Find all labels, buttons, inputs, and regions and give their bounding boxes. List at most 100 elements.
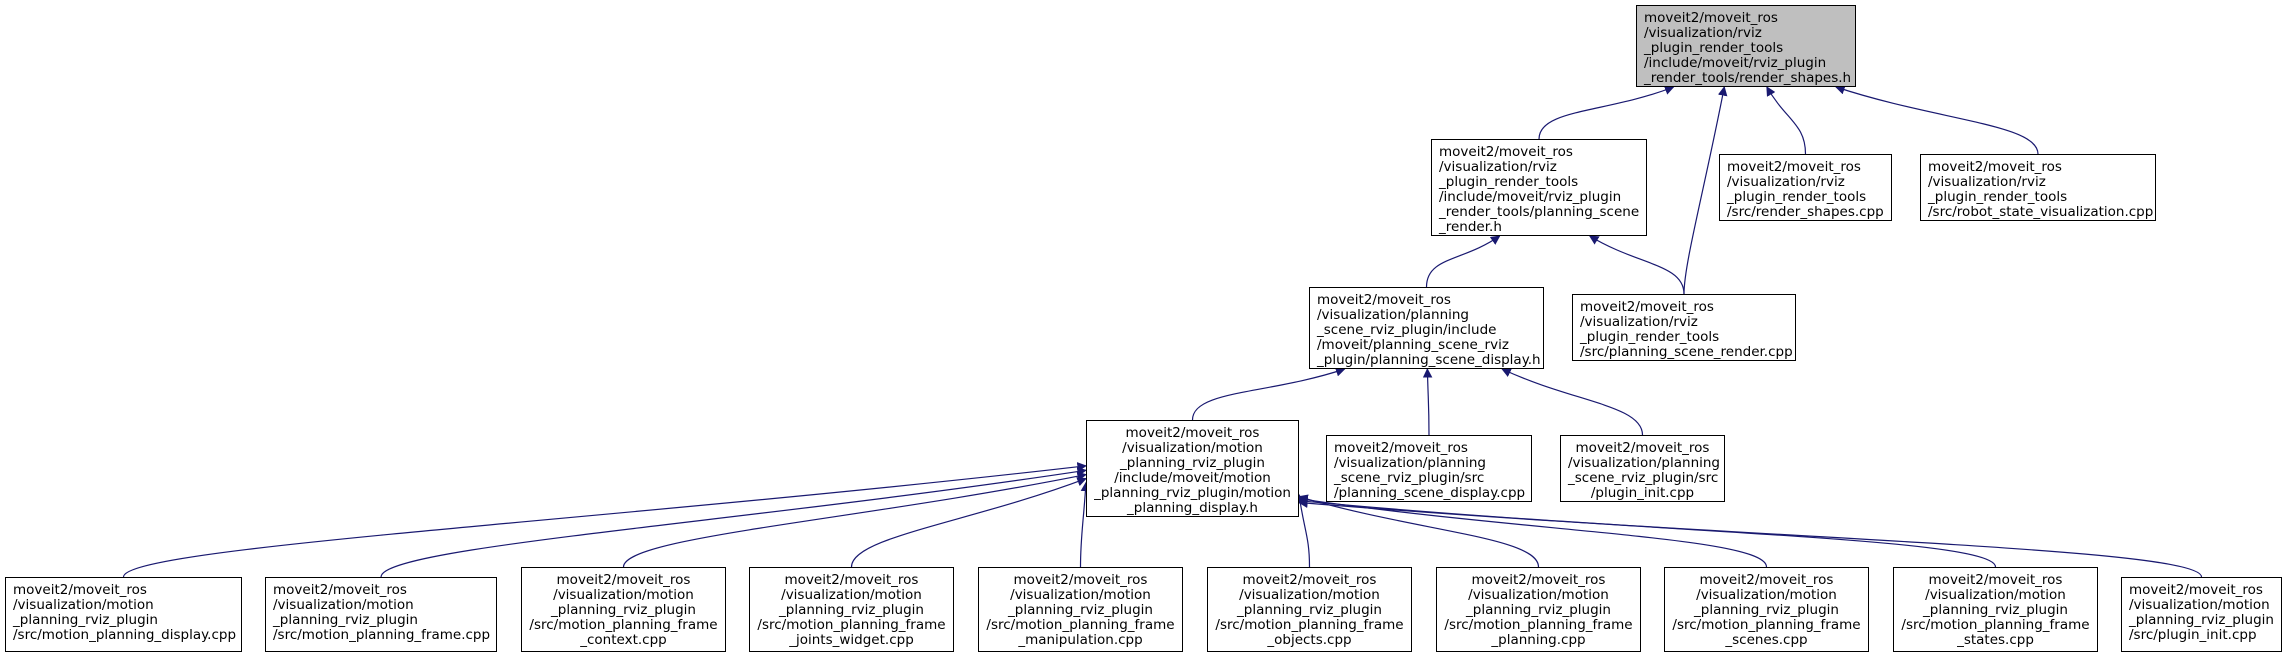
edge-mp_display_cpp-to-motion_planning_display_h <box>122 462 1087 578</box>
edge-mp_frame_joints_cpp-to-motion_planning_display_h <box>850 477 1087 568</box>
node-mp-plugin-init-cpp[interactable]: moveit2/moveit_ros/visualization/motion_… <box>2121 577 2282 652</box>
node-label-line: /src/motion_planning_frame.cpp <box>273 627 491 643</box>
edge-robot_state_visualization_cpp-to-render_shapes_h <box>1835 85 2039 155</box>
node-label-line: _states.cpp <box>1957 632 2034 648</box>
node-label-line: /plugin_init.cpp <box>1590 485 1695 501</box>
node-planning-scene-render-cpp[interactable]: moveit2/moveit_ros/visualization/rviz_pl… <box>1572 294 1796 361</box>
node-label-line: _planning_rviz_plugin <box>273 612 418 628</box>
node-mp-frame-joints-cpp[interactable]: moveit2/moveit_ros/visualization/motion _… <box>749 567 954 652</box>
node-label-line: /visualization/motion <box>1239 587 1380 603</box>
node-label-line: moveit2/moveit_ros <box>1928 159 2062 175</box>
edge-mp_frame_planning_cpp-to-motion_planning_display_h <box>1298 494 1540 568</box>
node-label-line: /src/motion_planning_frame <box>1215 617 1404 633</box>
node-label-line: /visualization/motion <box>1925 587 2066 603</box>
node-planning-scene-display-cpp[interactable]: moveit2/moveit_ros/visualization/plannin… <box>1326 435 1532 502</box>
node-label-line: _render.h <box>1439 219 1502 235</box>
edge-mp_frame_scenes_cpp-to-motion_planning_display_h <box>1298 495 1768 568</box>
node-label-line: moveit2/moveit_ros <box>1580 299 1714 315</box>
node-label-line: _render_tools/planning_scene <box>1439 204 1640 220</box>
edge-planning_scene_render_h-to-render_shapes_h <box>1538 85 1675 140</box>
edge-planning_scene_display_h-to-planning_scene_render_h <box>1425 235 1501 288</box>
node-label-line: _planning_display.h <box>1127 500 1258 516</box>
edge-motion_planning_display_h-to-planning_scene_display_h <box>1191 367 1346 421</box>
node-ps-plugin-init-cpp[interactable]: moveit2/moveit_ros/visualization/plannin… <box>1560 435 1725 502</box>
node-label-line: moveit2/moveit_ros <box>784 572 919 588</box>
node-label-line: moveit2/moveit_ros <box>2129 582 2263 598</box>
node-label-line: moveit2/moveit_ros <box>1242 572 1377 588</box>
node-mp-frame-context-cpp[interactable]: moveit2/moveit_ros/visualization/motion_… <box>521 567 726 652</box>
node-label-line: /src/render_shapes.cpp <box>1727 204 1884 220</box>
node-label-line: /src/motion_planning_frame <box>986 617 1175 633</box>
node-label-line: moveit2/moveit_ros <box>1334 440 1468 456</box>
node-mp-frame-states-cpp[interactable]: moveit2/moveit_ros/visualization/motion_… <box>1893 567 2098 652</box>
node-label-line: /visualization/motion <box>781 587 922 603</box>
node-label-line: _joints_widget.cpp <box>789 632 914 648</box>
node-label-line: _plugin/planning_scene_display.h <box>1317 352 1541 368</box>
node-render-shapes-h[interactable]: moveit2/moveit_ros/visualization/rviz_pl… <box>1636 5 1856 87</box>
node-label-line: _planning_rviz_plugin <box>2129 612 2274 628</box>
node-label-line: _planning_rviz_plugin/motion <box>1094 485 1291 501</box>
node-label-line: _scene_rviz_plugin/src <box>1334 470 1485 486</box>
node-label-line: /include/moveit/rviz_plugin <box>1439 189 1622 205</box>
node-label-line: /visualization/rviz <box>1439 159 1557 175</box>
node-label-line: moveit2/moveit_ros <box>273 582 407 598</box>
node-mp-frame-objects-cpp[interactable]: moveit2/moveit_ros/visualization/motion _… <box>1207 567 1412 652</box>
node-label-line: /visualization/rviz <box>1928 174 2046 190</box>
edge-planning_scene_render_cpp-to-planning_scene_render_h <box>1588 235 1685 295</box>
node-mp-display-cpp[interactable]: moveit2/moveit_ros/visualization/motion_… <box>5 577 242 652</box>
node-label-line: _objects.cpp <box>1267 632 1352 648</box>
node-mp-frame-cpp[interactable]: moveit2/moveit_ros/visualization/motion_… <box>265 577 497 652</box>
edge-mp_plugin_init_cpp-to-motion_planning_display_h <box>1298 498 2203 578</box>
node-label-line: _manipulation.cpp <box>1018 632 1143 648</box>
node-label-line: /visualization/planning <box>1317 307 1470 323</box>
node-label-line: moveit2/moveit_ros <box>1471 572 1606 588</box>
node-robot-state-visualization-cpp[interactable]: moveit2/moveit_ros/visualization/rviz_pl… <box>1920 154 2156 221</box>
node-label-line: /visualization/planning <box>1334 455 1487 471</box>
edge-mp_frame_cpp-to-motion_planning_display_h <box>380 466 1087 578</box>
node-label-line: moveit2/moveit_ros <box>13 582 147 598</box>
node-label-line: /src/motion_planning_frame <box>757 617 946 633</box>
node-label-line: /visualization/rviz <box>1644 25 1762 41</box>
node-label-line: /src/motion_planning_frame <box>529 617 718 633</box>
node-label-line: _planning_rviz_plugin <box>551 602 696 618</box>
edge-mp_frame_manipulation_cpp-to-motion_planning_display_h <box>1079 481 1091 568</box>
node-label-line: /src/robot_state_visualization.cpp <box>1928 204 2154 220</box>
node-motion-planning-display-h[interactable]: moveit2/moveit_ros/visualization/motion_… <box>1086 420 1299 517</box>
node-planning-scene-render-h[interactable]: moveit2/moveit_ros/visualization/rviz_pl… <box>1431 139 1647 236</box>
node-label-line: _context.cpp <box>580 632 667 648</box>
node-label-line: /src/motion_planning_display.cpp <box>13 627 237 643</box>
node-label-line: moveit2/moveit_ros <box>1727 159 1861 175</box>
edge-ps_plugin_init_cpp-to-planning_scene_display_h <box>1501 368 1644 436</box>
node-label-line: _planning.cpp <box>1491 632 1586 648</box>
node-label-line: moveit2/moveit_ros <box>1013 572 1148 588</box>
node-render-shapes-cpp[interactable]: moveit2/moveit_ros/visualization/rviz_pl… <box>1719 154 1892 221</box>
edge-mp_frame_objects_cpp-to-motion_planning_display_h <box>1295 493 1311 568</box>
node-label-line: _scene_rviz_plugin/src <box>1568 470 1719 486</box>
node-mp-frame-manipulation-cpp[interactable]: moveit2/moveit_ros/visualization/motion_… <box>978 567 1183 652</box>
node-mp-frame-scenes-cpp[interactable]: moveit2/moveit_ros/visualization/motion_… <box>1664 567 1869 652</box>
node-label-line: _plugin_render_tools <box>1644 40 1784 56</box>
node-label-line: moveit2/moveit_ros <box>1575 440 1710 456</box>
node-label-line: _scenes.cpp <box>1725 632 1808 648</box>
node-label-line: _plugin_render_tools <box>1727 189 1867 205</box>
node-label-line: /src/motion_planning_frame <box>1444 617 1633 633</box>
node-label-line: moveit2/moveit_ros <box>1928 572 2063 588</box>
node-mp-frame-planning-cpp[interactable]: moveit2/moveit_ros/visualization/motion _… <box>1436 567 1641 652</box>
node-label-line: /include/moveit/motion <box>1114 470 1271 486</box>
node-label-line: _planning_rviz_plugin <box>1923 602 2068 618</box>
node-label-line: _planning_rviz_plugin <box>1694 602 1839 618</box>
node-label-line: /src/planning_scene_render.cpp <box>1580 344 1793 360</box>
node-label-line: /visualization/rviz <box>1580 314 1698 330</box>
node-label-line: /visualization/motion <box>13 597 154 613</box>
node-label-line: /visualization/rviz <box>1727 174 1845 190</box>
node-label-line: _plugin_render_tools <box>1580 329 1720 345</box>
node-label-line: moveit2/moveit_ros <box>1699 572 1834 588</box>
node-label-line: _planning_rviz_plugin <box>1008 602 1153 618</box>
node-planning-scene-display-h[interactable]: moveit2/moveit_ros/visualization/plannin… <box>1309 287 1544 369</box>
node-label-line: _plugin_render_tools <box>1439 174 1579 190</box>
node-label-line: /src/motion_planning_frame <box>1672 617 1861 633</box>
node-label-line: /visualization/motion <box>1468 587 1609 603</box>
node-label-line: /visualization/planning <box>1568 455 1721 471</box>
